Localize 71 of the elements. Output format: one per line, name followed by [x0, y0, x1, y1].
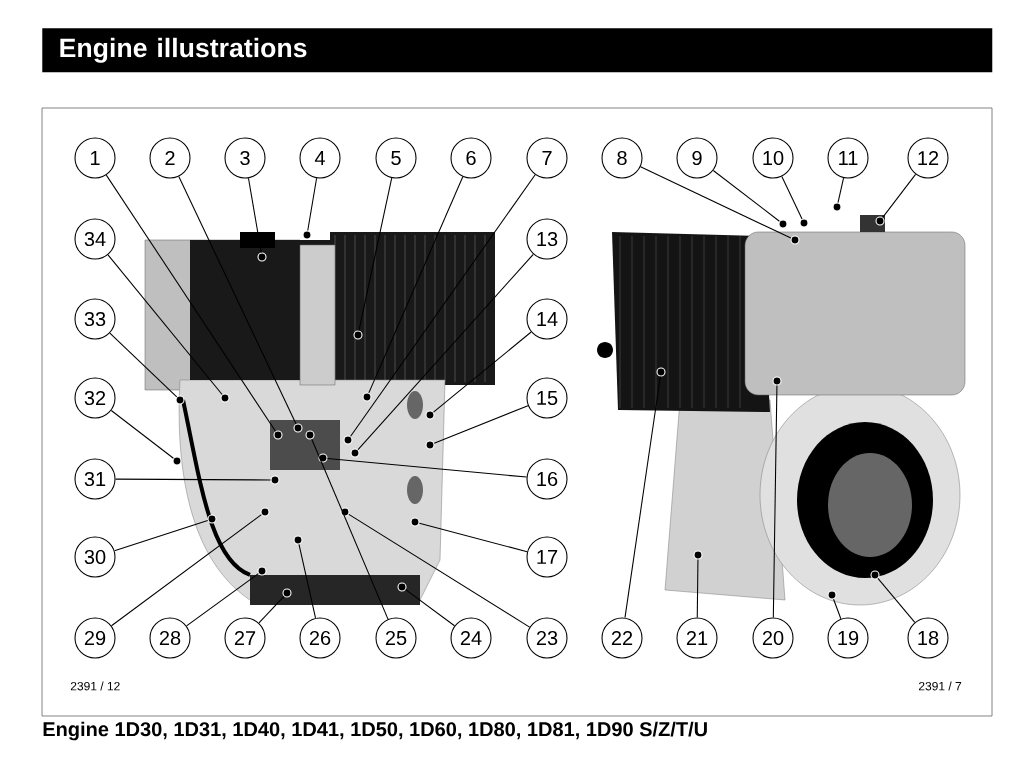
callout-number: 22 [601, 617, 643, 659]
callout-number: 29 [74, 617, 116, 659]
leader-line [781, 176, 803, 220]
leader-line [105, 174, 277, 432]
callout-number: 14 [526, 298, 568, 340]
leader-line [107, 254, 223, 396]
callout-number: 27 [224, 617, 266, 659]
callout-number: 12 [907, 137, 949, 179]
callout-number: 23 [526, 617, 568, 659]
leader-line [877, 577, 916, 623]
callout-number: 28 [149, 617, 191, 659]
leader-line [110, 409, 174, 459]
leader-line [882, 173, 917, 218]
leader-line [833, 598, 842, 620]
callout-number: 7 [526, 137, 568, 179]
callout-number: 3 [224, 137, 266, 179]
callout-number: 20 [752, 617, 794, 659]
leader-line [348, 513, 531, 628]
callout-number: 10 [752, 137, 794, 179]
figure-number: 2391 / 12 [70, 681, 120, 691]
leader-line [110, 514, 262, 627]
callout-number: 34 [74, 218, 116, 260]
leader-line [418, 522, 528, 553]
callout-number: 9 [676, 137, 718, 179]
leader-line [433, 405, 529, 444]
callout-number: 11 [827, 137, 869, 179]
title-bar: Engine illustrations [42, 28, 993, 73]
callout-number: 18 [907, 617, 949, 659]
leader-line [109, 332, 178, 398]
leader-line [186, 573, 259, 627]
callout-number: 15 [526, 377, 568, 419]
callout-number: 33 [74, 298, 116, 340]
leader-line [640, 166, 792, 239]
figure-number: 2391 / 7 [918, 681, 962, 691]
leader-line [327, 457, 528, 478]
callout-number: 32 [74, 377, 116, 419]
leader-line [178, 176, 297, 425]
callout-number: 17 [526, 536, 568, 578]
callout-number: 16 [526, 458, 568, 500]
callout-number: 26 [299, 617, 341, 659]
caption: Engine 1D30, 1D31, 1D40, 1D41, 1D50, 1D60, 1D80, 1D81, 1D90 S/Z/T/U [43, 721, 707, 741]
callout-number: 21 [676, 617, 718, 659]
callout-number: 1 [74, 137, 116, 179]
leader-line [298, 543, 317, 619]
callout-number: 2 [149, 137, 191, 179]
callout-number: 4 [299, 137, 341, 179]
leader-line [624, 375, 661, 619]
leader-line [307, 177, 318, 232]
callout-number: 8 [601, 137, 643, 179]
leader-line [772, 385, 778, 618]
callout-number: 30 [74, 536, 116, 578]
leader-line [696, 559, 699, 618]
leader-line [712, 169, 780, 222]
callout-number: 31 [74, 458, 116, 500]
leader-line [115, 478, 271, 481]
callout-number: 5 [375, 137, 417, 179]
leader-line [837, 177, 845, 204]
callout-number: 13 [526, 218, 568, 260]
leader-line [368, 176, 464, 394]
callout-number: 25 [375, 617, 417, 659]
leader-line [247, 177, 262, 254]
leader-line [114, 519, 209, 552]
leader-line [350, 174, 536, 437]
callout-number: 6 [450, 137, 492, 179]
callout-number: 24 [450, 617, 492, 659]
leader-line [405, 589, 456, 627]
callout-number: 19 [827, 617, 869, 659]
leader-line [357, 253, 534, 451]
leader-line [358, 177, 393, 332]
leader-line [432, 331, 532, 413]
leader-line [311, 438, 389, 620]
